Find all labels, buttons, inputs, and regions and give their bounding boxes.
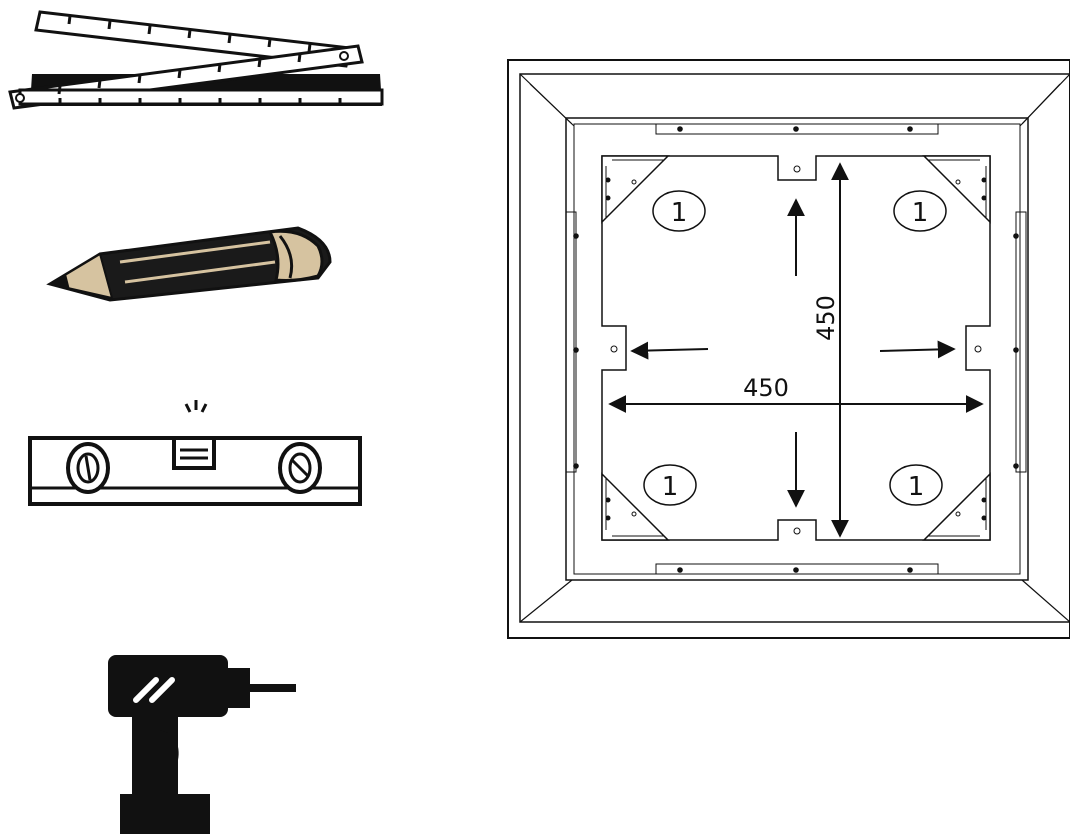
corner-label: 1	[912, 198, 929, 228]
corner-label: 1	[671, 198, 688, 228]
corner-bracket	[922, 155, 991, 224]
corner-bracket	[601, 472, 670, 541]
spirit-level-icon	[28, 400, 362, 506]
corner-bracket	[601, 155, 670, 224]
arrow-right	[879, 340, 956, 359]
corner-bracket	[922, 472, 991, 541]
pencil-icon	[46, 226, 332, 302]
corner-label: 1	[662, 472, 679, 502]
arrow-left	[630, 341, 709, 360]
corner-label: 1	[908, 472, 925, 502]
dimension-label-vertical: 450	[812, 295, 840, 341]
cordless-drill-icon	[108, 655, 296, 834]
dimension-label-horizontal: 450	[743, 374, 789, 402]
folding-ruler-icon	[8, 10, 384, 110]
ceiling-panel-diagram: 450 450 1 1 1 1	[507, 59, 1070, 639]
